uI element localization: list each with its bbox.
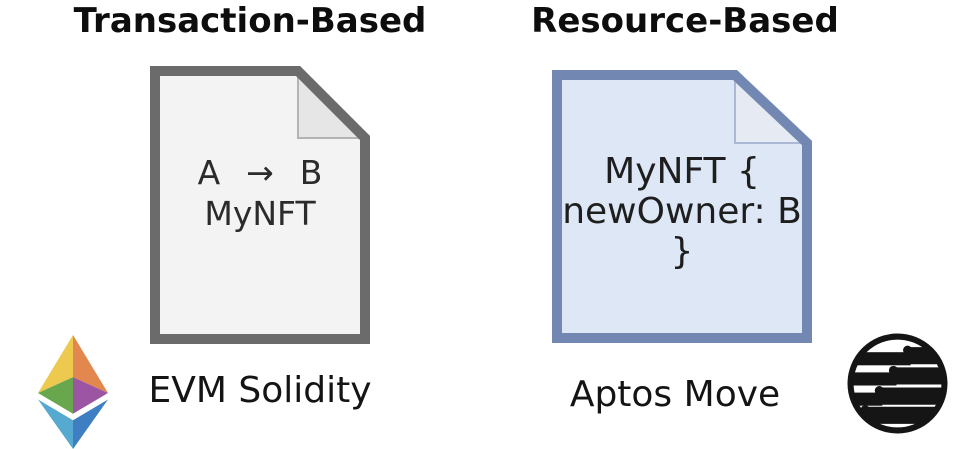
transfer-line: A → B [158,152,362,193]
transaction-based-title: Transaction-Based [73,1,427,41]
nft-name-label: MyNFT [204,194,316,233]
document-icon [150,66,370,344]
aptos-move-label: Aptos Move [569,374,781,415]
diagram-canvas: Transaction-Based A → B MyNFT EVM Solidi… [38,1,948,449]
struct-open-line: MyNFT { [604,151,760,192]
document-icon [552,70,812,343]
resource-doc-text: MyNFT { newOwner: B } [560,152,804,272]
transaction-doc-text: A → B MyNFT [158,152,362,234]
resource-based-title: Resource-Based [531,1,839,41]
transaction-document: A → B MyNFT [150,66,370,344]
struct-close-line: } [670,231,694,272]
aptos-icon [847,333,948,434]
arrow-right-icon: → [246,153,274,192]
sender-label: A [197,153,221,192]
struct-field-line: newOwner: B [562,191,802,232]
evm-solidity-label: EVM Solidity [148,370,372,411]
resource-document: MyNFT { newOwner: B } [552,70,812,343]
ethereum-icon [38,335,108,449]
receiver-label: B [299,153,323,192]
